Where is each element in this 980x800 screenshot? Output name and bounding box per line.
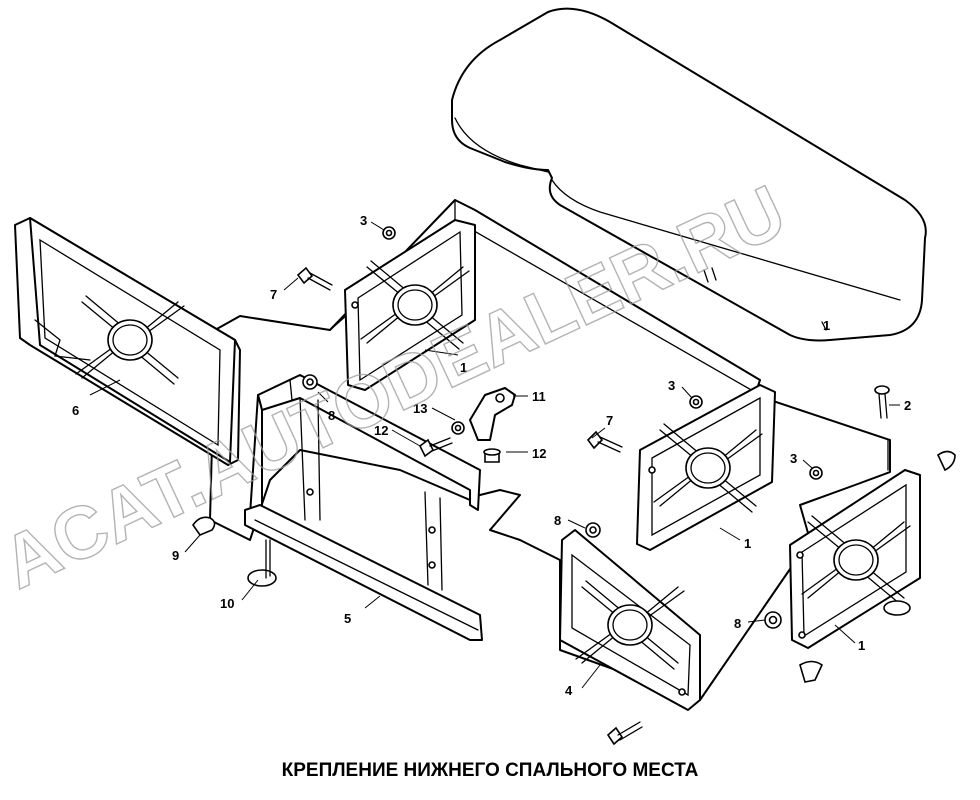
- callout-13: 13: [413, 401, 427, 416]
- callout-1: 1: [744, 536, 751, 551]
- mattress: [451, 7, 927, 342]
- callouts: 1 1 1 1 2 3 3 3 4 5 6 7 7 8 8 8 9 10 11 …: [72, 213, 911, 698]
- callout-5: 5: [344, 611, 351, 626]
- support-frame-5: [244, 374, 483, 641]
- leader-lines: [89, 221, 900, 689]
- callout-3: 3: [360, 213, 367, 228]
- callout-6: 6: [72, 403, 79, 418]
- vent-panel-1c: [789, 469, 921, 649]
- callout-7: 7: [606, 413, 613, 428]
- callout-12: 12: [532, 446, 546, 461]
- callout-12: 12: [374, 423, 388, 438]
- callout-11: 11: [532, 389, 546, 404]
- callout-1: 1: [858, 638, 865, 653]
- callout-9: 9: [172, 548, 179, 563]
- vent-panel-6: [14, 217, 241, 466]
- callout-10: 10: [220, 596, 234, 611]
- callout-7: 7: [270, 287, 277, 302]
- callout-1: 1: [823, 318, 830, 333]
- vent-panel-4: [559, 529, 701, 711]
- vent-panel-1b: [636, 384, 776, 551]
- hardware: [192, 226, 956, 746]
- callout-3: 3: [668, 378, 675, 393]
- bracket-11: [469, 387, 516, 441]
- callout-2: 2: [904, 398, 911, 413]
- callout-4: 4: [565, 683, 573, 698]
- callout-8: 8: [328, 408, 335, 423]
- callout-8: 8: [734, 616, 741, 631]
- diagram-caption: КРЕПЛЕНИЕ НИЖНЕГО СПАЛЬНОГО МЕСТА: [281, 760, 699, 781]
- callout-8: 8: [554, 513, 561, 528]
- vent-panel-1a: [344, 219, 476, 391]
- callout-1: 1: [460, 360, 467, 375]
- callout-3: 3: [790, 451, 797, 466]
